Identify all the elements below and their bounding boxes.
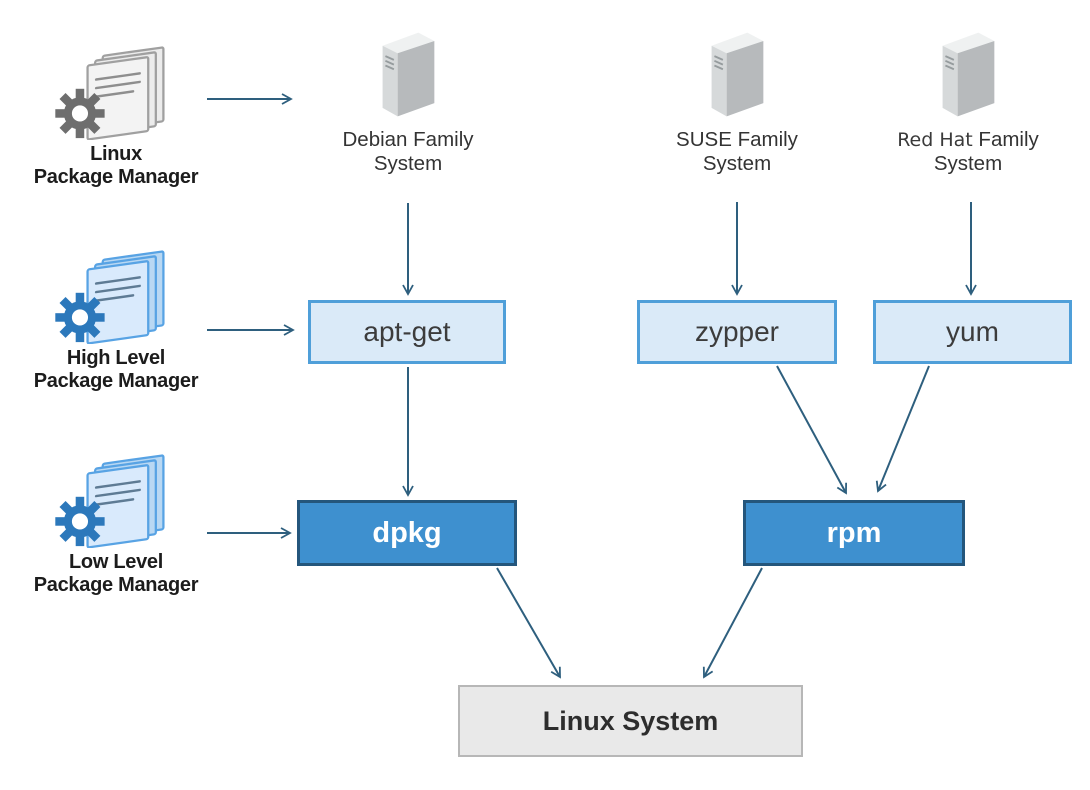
node-label: yum [946,316,999,347]
node-label: apt-get [363,316,451,347]
legend-label: Low Level Package Manager [0,551,232,596]
legend-label: Linux Package Manager [0,143,232,188]
system-label-family-part: Family [972,128,1039,151]
server-icon [935,26,1001,122]
package-manager-gray-icon [53,30,179,140]
server-icon [704,26,770,122]
system-label-redhat-part: Red Hat [897,129,973,151]
system-label-line1: Red Hat Family [858,128,1078,152]
node-dpkg: dpkg [297,500,517,566]
legend-label-line2: Package Manager [33,369,199,392]
legend-label-line1: Low Level [69,551,163,573]
system-label-line2: System [702,152,772,176]
system-label-line2: System [373,152,443,176]
node-label: Linux System [542,705,719,736]
legend-label: High Level Package Manager [0,347,232,392]
system-label: SUSE Family System [627,128,847,176]
node-label: zypper [694,316,780,347]
node-yum: yum [873,300,1072,364]
node-rpm: rpm [743,500,965,566]
legend-label-line2: Package Manager [33,573,199,596]
system-red-hat-family: Red Hat Family System [858,26,1078,176]
system-label-line1: SUSE Family [676,128,798,151]
system-label: Red Hat Family System [858,128,1078,176]
legend-low-level-package-manager: Low Level Package Manager [0,438,232,596]
legend-label-line2: Package Manager [33,165,199,188]
server-icon [375,26,441,122]
node-linux-system: Linux System [458,685,803,757]
node-label: dpkg [372,516,442,549]
legend-high-level-package-manager: High Level Package Manager [0,234,232,392]
legend-label-line1: Linux [90,143,142,165]
node-label: rpm [826,516,882,549]
node-apt-get: apt-get [308,300,506,364]
package-manager-blue-icon [53,234,179,344]
legend-linux-package-manager: Linux Package Manager [0,30,232,188]
system-debian-family: Debian Family System [298,26,518,176]
system-label-line1: Debian Family [342,128,474,151]
node-zypper: zypper [637,300,837,364]
system-label-line2: System [933,152,1003,176]
system-label: Debian Family System [298,128,518,176]
package-manager-blue-icon [53,438,179,548]
system-suse-family: SUSE Family System [627,26,847,176]
legend-label-line1: High Level [66,347,166,369]
